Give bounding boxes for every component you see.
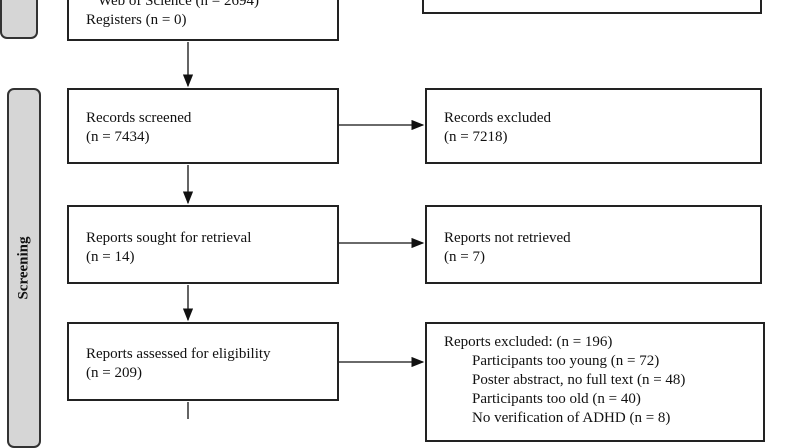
reports-assessed-box: Reports assessed for eligibility (n = 20…: [67, 322, 339, 401]
records-excluded-box: Records excluded (n = 7218): [425, 88, 762, 164]
records-screened-box: Records screened (n = 7434): [67, 88, 339, 164]
identification-phase-bar: [0, 0, 38, 39]
reports-not-retrieved-box: Reports not retrieved (n = 7): [425, 205, 762, 284]
box-count: (n = 14): [86, 249, 135, 265]
box-title: Reports assessed for eligibility: [86, 346, 271, 362]
connectors: [182, 42, 425, 419]
identification-right-box: [422, 0, 762, 14]
box-title: Records screened: [86, 110, 192, 126]
exclusion-reason: Poster abstract, no full text (n = 48): [472, 372, 686, 388]
box-count: (n = 7): [444, 249, 485, 265]
box-title: Reports excluded: (n = 196): [444, 334, 613, 350]
identification-line: Registers (n = 0): [86, 12, 187, 28]
box-title: Records excluded: [444, 110, 552, 126]
box-count: (n = 209): [86, 365, 142, 381]
identification-box: Web of Science (n = 2694) Registers (n =…: [67, 0, 339, 41]
screening-phase-bar: Screening: [7, 88, 41, 448]
box-count: (n = 7434): [86, 129, 150, 145]
exclusion-reason: Participants too young (n = 72): [472, 353, 660, 369]
identification-line: Web of Science (n = 2694): [98, 0, 259, 9]
box-title: Reports not retrieved: [444, 230, 571, 246]
box-count: (n = 7218): [444, 129, 508, 145]
box-title: Reports sought for retrieval: [86, 230, 252, 246]
exclusion-reason: Participants too old (n = 40): [472, 391, 641, 407]
reports-sought-box: Reports sought for retrieval (n = 14): [67, 205, 339, 284]
